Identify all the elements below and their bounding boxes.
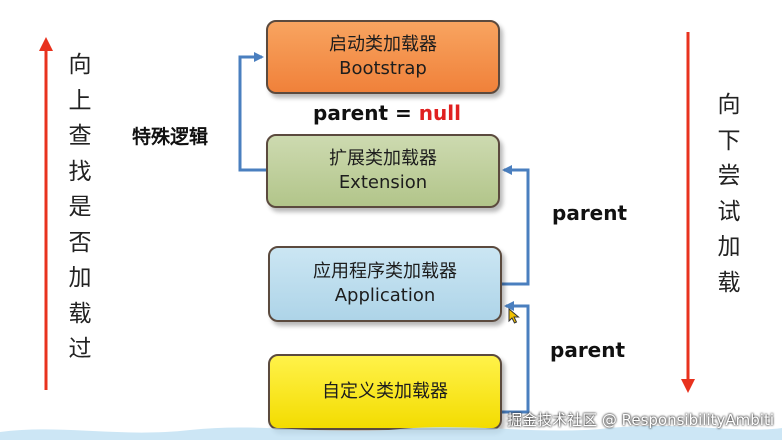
vtext-left-char: 过 [68, 336, 92, 362]
application-to-extension-connector [502, 165, 530, 286]
watermark: 掘金技术社区 @ ResponsibilityAmbiti [507, 411, 774, 429]
bootstrap-en-label: Bootstrap [339, 58, 427, 79]
extension-en-label: Extension [338, 172, 428, 193]
application-cn-label: 应用程序类加载器 [313, 261, 457, 282]
bootstrap-loader-box: 启动类加载器 Bootstrap [266, 20, 500, 94]
upward-lookup-text: 向上查找是否加载过 [66, 48, 94, 368]
application-en-label: Application [334, 285, 436, 306]
application-loader-box: 应用程序类加载器 Application [268, 246, 502, 322]
parent-null-label: parent = null [313, 101, 461, 125]
decorative-wave-footer [0, 425, 782, 440]
vtext-left-char: 否 [68, 229, 92, 256]
bootstrap-cn-label: 启动类加载器 [329, 34, 437, 55]
custom-cn-label: 自定义类加载器 [322, 381, 448, 402]
vtext-left-char: 查 [68, 123, 92, 149]
parent-null-value: null [418, 101, 461, 125]
extension-cn-label: 扩展类加载器 [329, 148, 437, 169]
custom-loader-box: 自定义类加载器 [268, 354, 502, 430]
parent-null-prefix: parent = [313, 101, 419, 125]
vtext-right-char: 尝 [717, 163, 741, 189]
vtext-right-char: 试 [717, 198, 741, 225]
vtext-left-char: 加 [68, 265, 92, 291]
vtext-right-char: 向 [717, 92, 741, 118]
vtext-left-char: 载 [68, 300, 92, 327]
vtext-left-char: 向 [68, 52, 92, 78]
extension-loader-box: 扩展类加载器 Extension [266, 134, 500, 208]
special-logic-connector [238, 52, 266, 172]
vtext-right-char: 载 [717, 269, 741, 296]
special-logic-label: 特殊逻辑 [132, 126, 209, 148]
vtext-left-char: 找 [68, 158, 92, 185]
vtext-right-char: 下 [717, 127, 741, 154]
custom-to-application-connector [502, 301, 530, 414]
mouse-pointer-icon [508, 308, 520, 324]
parent-label-lower: parent [550, 338, 626, 362]
vtext-right-char: 加 [717, 234, 741, 260]
parent-label-upper: parent [552, 201, 628, 225]
vtext-left-char: 是 [68, 194, 92, 220]
downward-try-text: 向下尝试加载 [715, 88, 743, 301]
vtext-left-char: 上 [68, 87, 92, 114]
